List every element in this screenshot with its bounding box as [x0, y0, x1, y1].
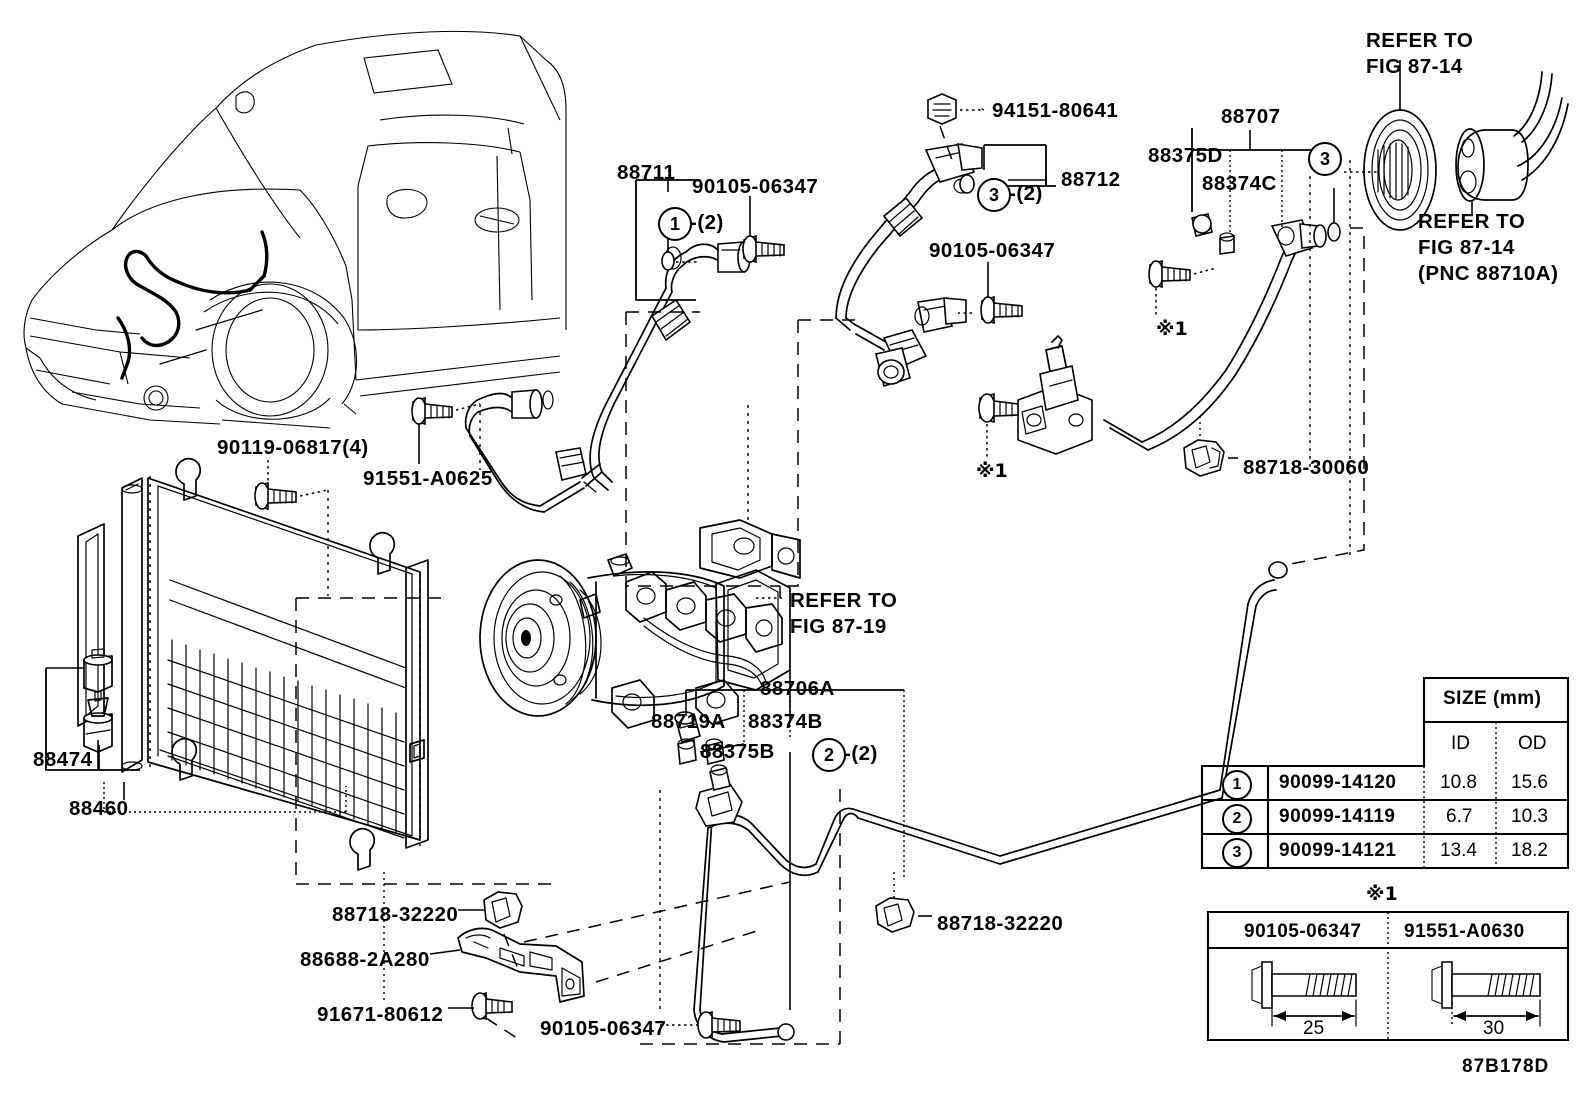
condenser-assembly: [45, 457, 556, 885]
qty-marker-1-count: -(2): [690, 211, 724, 234]
callout-88707: 88707: [1221, 105, 1281, 128]
callout-88474: 88474: [33, 748, 93, 771]
callout-91671-80612: 91671-80612: [317, 1003, 444, 1026]
compressor-assembly: [479, 402, 801, 729]
vehicle-illustration: [23, 30, 567, 429]
callout-90105-06347-mid: 90105-06347: [929, 239, 1056, 262]
star-note-icon-bolt-table: ※1: [1366, 883, 1398, 905]
star-note-icon-lower: ※1: [976, 460, 1008, 482]
clamp-88718-32220-left: [383, 872, 523, 1002]
size-row-3-part: 90099-14121: [1279, 840, 1397, 861]
nut-94151-80641: [927, 93, 985, 161]
suction-hose-88711: [555, 179, 780, 587]
size-row-2-marker: 2: [1222, 804, 1252, 834]
bolt-star1-lower: [978, 392, 1019, 458]
size-row-3-marker-num: 3: [1232, 844, 1242, 861]
size-row-1-marker: 1: [1222, 770, 1252, 800]
qty-marker-2: 2: [812, 738, 846, 772]
size-row-1-part: 90099-14120: [1279, 772, 1397, 793]
callout-88375B: 88375B: [700, 740, 775, 763]
size-table-header: SIZE (mm): [1443, 688, 1542, 709]
size-table-grid: [1200, 676, 1570, 870]
callout-94151-80641: 94151-80641: [992, 99, 1119, 122]
clamp-88718-32220-right: [875, 897, 932, 933]
star-note-icon-upper: ※1: [1156, 318, 1188, 340]
bolt-table-col2-length: 30: [1483, 1018, 1505, 1039]
refer-to-fig-87-14-pnc: REFER TO FIG 87-14 (PNC 88710A): [1418, 210, 1559, 286]
qty-marker-3-number: 3: [988, 184, 999, 205]
callout-88718-30060: 88718-30060: [1243, 456, 1370, 479]
qty-marker-3-88712: 3: [977, 178, 1011, 212]
bolt-table-col1-part: 90105-06347: [1244, 921, 1362, 942]
size-row-2-marker-num: 2: [1232, 810, 1242, 827]
callout-88374C: 88374C: [1202, 172, 1277, 195]
callout-90119-06817: 90119-06817(4): [217, 436, 369, 459]
callout-88719A: 88719A: [651, 710, 726, 733]
callout-90105-06347-bottom: 90105-06347: [540, 1017, 667, 1040]
size-row-2-od: 10.3: [1511, 806, 1548, 827]
size-row-3-id: 13.4: [1440, 840, 1477, 861]
qty-marker-2-count: -(2): [844, 742, 878, 765]
evaporator-fitting-87-14: [1344, 60, 1569, 560]
size-row-3-od: 18.2: [1511, 840, 1548, 861]
discharge-hose-88712: [780, 143, 1056, 587]
callout-88718-32220-left: 88718-32220: [332, 903, 459, 926]
size-row-2-part: 90099-14119: [1279, 806, 1396, 827]
callout-88718-32220-right: 88718-32220: [937, 912, 1064, 935]
bolt-91671-80612: [448, 991, 521, 1041]
bolt-table-col1-length: 25: [1303, 1018, 1325, 1039]
diagram-code: 87B178D: [1462, 1056, 1550, 1077]
callout-88460: 88460: [69, 797, 129, 820]
qty-marker-2-number: 2: [823, 744, 834, 765]
clamp-88718-30060: [1183, 416, 1238, 477]
callout-88374B: 88374B: [748, 710, 823, 733]
size-row-1-id: 10.8: [1440, 772, 1477, 793]
callout-88711: 88711: [617, 161, 676, 184]
size-table-col-od: OD: [1518, 733, 1547, 754]
hose-condenser-to-compressor: [464, 389, 603, 513]
bolt-star1-upper: [1148, 259, 1217, 316]
callout-88375D: 88375D: [1148, 144, 1223, 167]
bolt-table-grid: [1206, 910, 1570, 1042]
callout-90105-06347-upper-left: 90105-06347: [692, 175, 819, 198]
bolt-table-col2-part: 91551-A0630: [1404, 921, 1525, 942]
qty-marker-1-number: 1: [669, 213, 680, 234]
qty-marker-3-88707: 3: [1308, 142, 1342, 176]
liquid-tube-88707: [1017, 128, 1365, 567]
suction-tube-88706A: [640, 561, 1288, 1045]
size-row-1-od: 15.6: [1511, 772, 1548, 793]
callout-91551-A0625: 91551-A0625: [363, 467, 493, 490]
callout-88712: 88712: [1061, 168, 1121, 191]
bolt-90105-06347-bottom: [660, 1010, 741, 1040]
qty-marker-1: 1: [658, 207, 692, 241]
refer-to-fig-87-19: REFER TO FIG 87-19: [790, 589, 898, 639]
size-row-1-marker-num: 1: [1232, 776, 1242, 793]
callout-88706A: 88706A: [760, 677, 835, 700]
bolt-90105-06347-left: [742, 196, 785, 264]
callout-88688-2A280: 88688-2A280: [300, 948, 430, 971]
bolt-90105-06347-mid: [958, 262, 1023, 325]
condenser-bolt-91551-A0625: [411, 396, 481, 470]
refer-to-fig-87-14-top: REFER TO FIG 87-14: [1366, 29, 1474, 79]
size-row-2-id: 6.7: [1446, 806, 1473, 827]
condenser-bolt-90119: [254, 460, 329, 596]
qty-marker-3-count: -(2): [1009, 182, 1043, 205]
qty-marker-3b-number: 3: [1319, 148, 1330, 169]
bracket-88688-2A280: [429, 881, 791, 1003]
size-row-3-marker: 3: [1222, 838, 1252, 868]
size-table-col-id: ID: [1451, 733, 1470, 754]
